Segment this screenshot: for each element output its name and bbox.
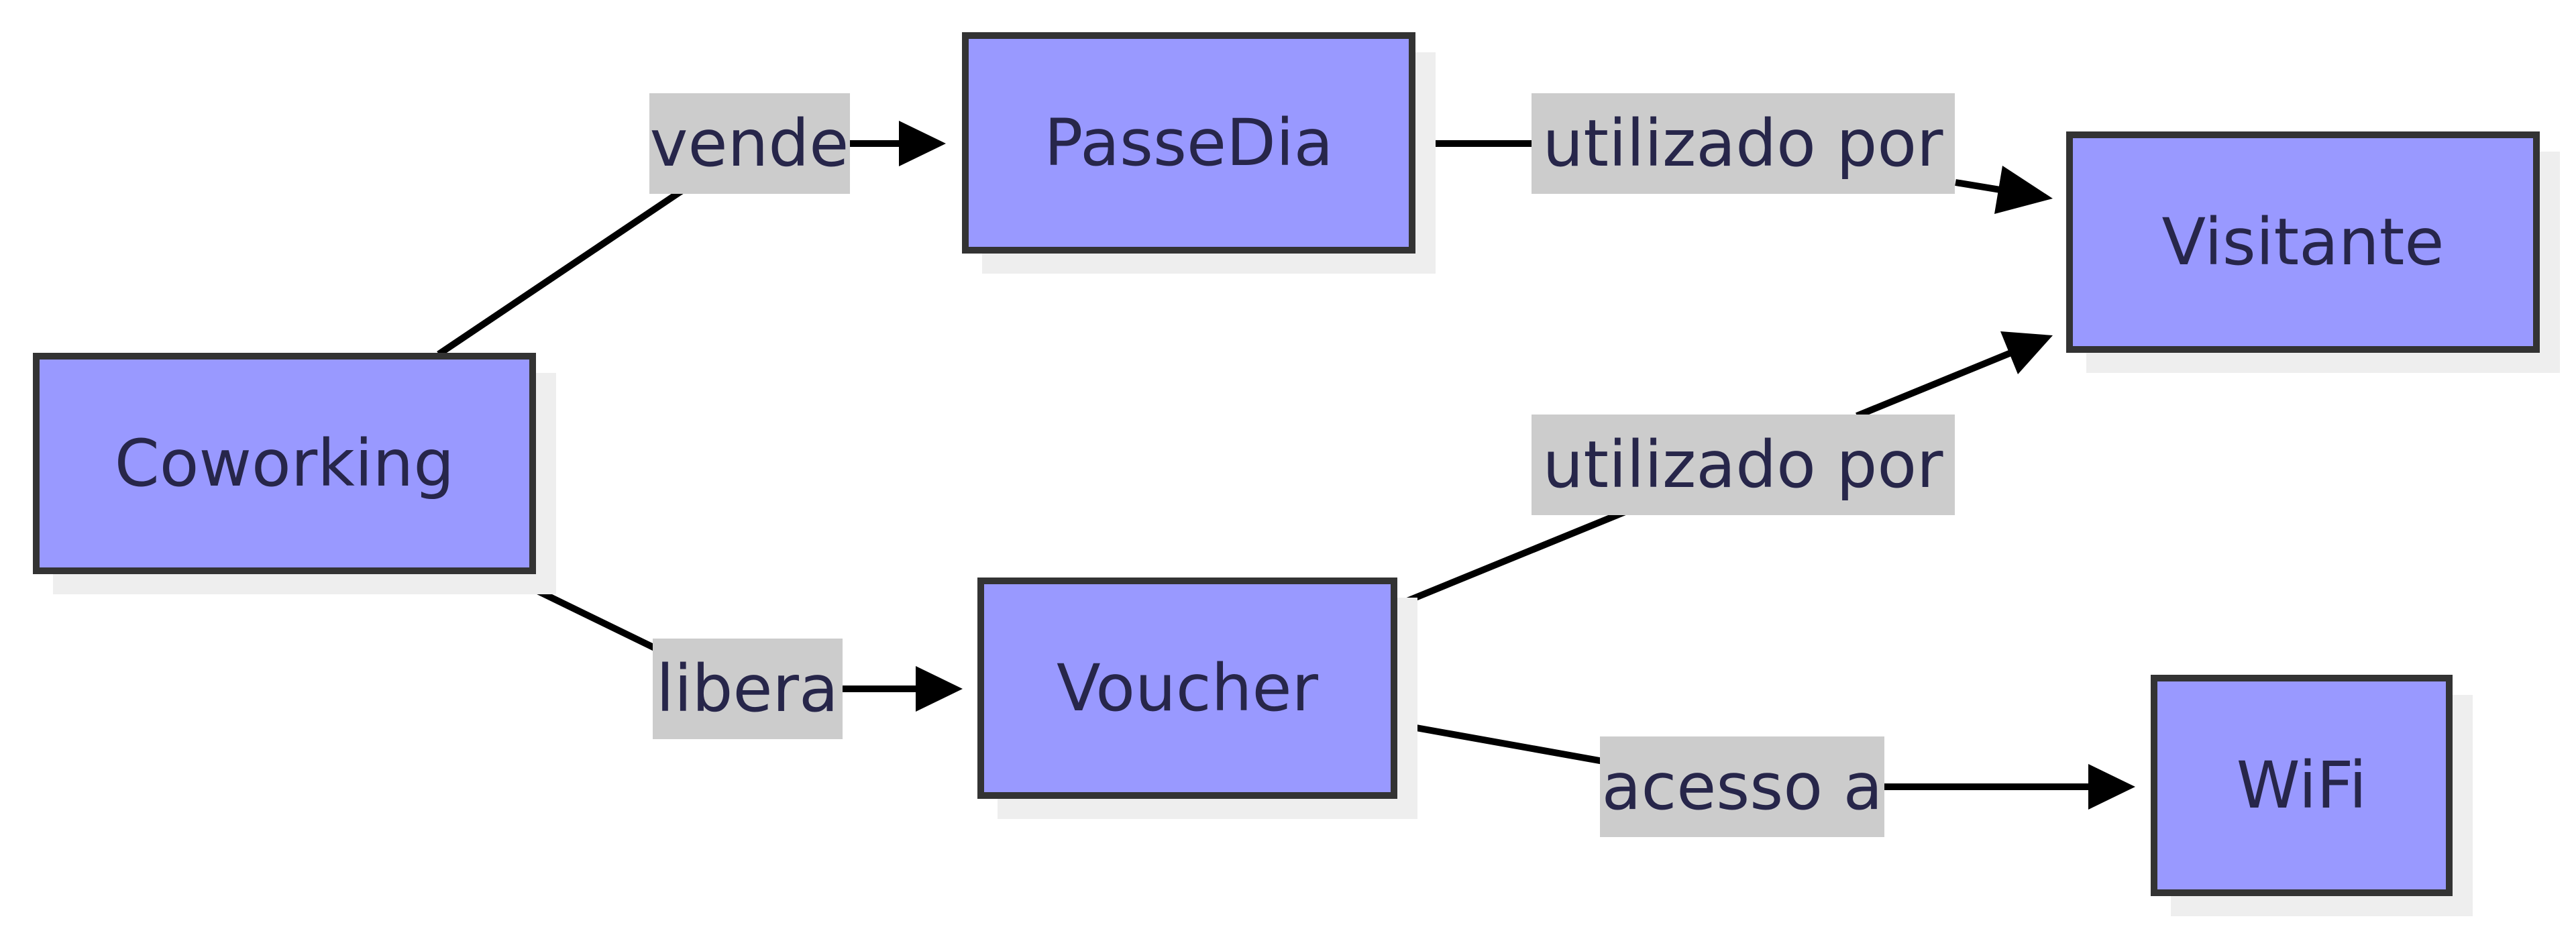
edge-label-background [1532,93,1955,194]
edge-label-vende: vende [650,106,849,181]
arrow-head-icon [916,666,963,712]
arrow-head-icon [899,121,946,166]
edge-voucher-visitante: utilizado por [1396,331,2053,608]
edge-label-libera: libera [656,651,839,726]
node-box [962,32,1415,254]
edge-coworking-voucher: libera [501,571,963,739]
node-label: WiFi [2237,748,2367,823]
node-label: Coworking [115,426,455,501]
edge-label-background [1532,415,1955,515]
edge-label-background [649,93,850,194]
node-wifi[interactable]: WiFi [2151,675,2473,916]
edge-line [1397,721,1604,765]
arrow-head-icon [2000,331,2053,374]
arrow-head-icon [1994,166,2053,214]
edge-label-utilizado-por: utilizado por [1542,427,1943,502]
node-label: Voucher [1057,651,1318,726]
node-voucher[interactable]: Voucher [977,578,1417,819]
edge-line [1856,349,2014,419]
node-box [2066,131,2540,353]
node-visitante[interactable]: Visitante [2066,131,2560,373]
node-coworking[interactable]: Coworking [33,353,556,594]
edge-line [437,186,686,358]
edge-passedia-visitante: utilizado por [1415,93,2053,214]
node-box [2151,675,2453,896]
edge-voucher-wifi: acesso a [1397,721,2135,837]
edge-label-acesso-a: acesso a [1602,749,1883,824]
edge-line [1396,506,1631,608]
edge-label-utilizado-por: utilizado por [1542,106,1943,181]
node-label: PasseDia [1044,105,1334,180]
node-box [977,578,1397,799]
node-box [33,353,536,574]
node-passedia[interactable]: PasseDia [962,32,1436,274]
edge-coworking-passedia: vende [437,93,946,358]
edge-label-background [653,639,843,739]
node-label: Visitante [2162,205,2445,280]
edge-label-background [1600,736,1884,837]
arrow-head-icon [2088,764,2135,810]
